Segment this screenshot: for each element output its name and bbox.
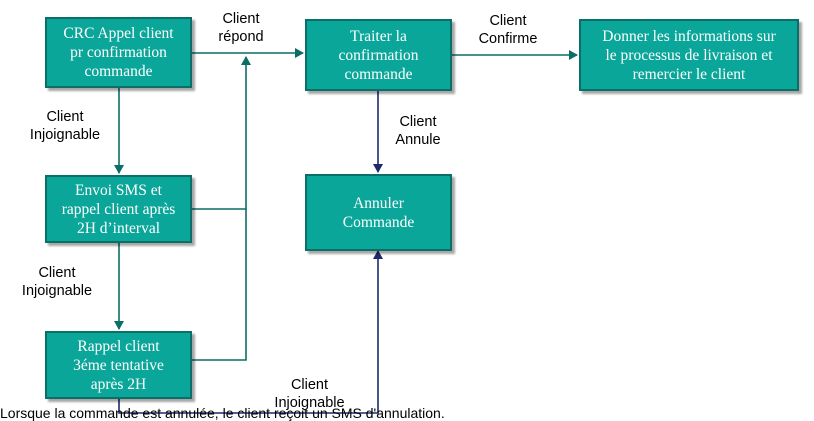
box-donner-informations-text: Donner les informations sur le processus…	[602, 27, 776, 83]
box-traiter-confirmation: Traiter la confirmation commande	[305, 19, 452, 91]
label-client-repond: Client répond	[218, 11, 264, 45]
label-client-injoignable-2: Client Injoignable	[21, 265, 93, 299]
box-traiter-confirmation-text: Traiter la confirmation commande	[338, 27, 419, 83]
box-crc-appel-client: CRC Appel client pr confirmation command…	[45, 17, 192, 88]
box-rappel-client-text: Rappel client 3éme tentative après 2H	[73, 337, 164, 393]
arrow-envoi-to-traiter	[192, 56, 251, 210]
box-envoi-sms: Envoi SMS et rappel client après 2H d’in…	[45, 175, 192, 243]
box-rappel-client: Rappel client 3éme tentative après 2H	[45, 331, 192, 399]
box-crc-appel-client-text: CRC Appel client pr confirmation command…	[63, 25, 174, 80]
label-client-annule: Client Annule	[395, 114, 441, 148]
box-annuler-commande: Annuler Commande	[305, 174, 452, 251]
line-rappel-to-traiter	[192, 209, 247, 361]
arrow-rappel-to-annuler	[118, 250, 383, 414]
box-donner-informations: Donner les informations sur le processus…	[579, 19, 799, 91]
box-annuler-commande-text: Annuler Commande	[342, 194, 415, 231]
label-client-injoignable-1: Client Injoignable	[29, 109, 101, 143]
label-client-injoignable-3: Client Injoignable	[274, 377, 345, 411]
label-client-confirme: Client Confirme	[478, 13, 538, 47]
box-envoi-sms-text: Envoi SMS et rappel client après 2H d’in…	[61, 181, 176, 237]
footer-caption: Lorsque la commande est annulée, le clie…	[0, 406, 445, 421]
